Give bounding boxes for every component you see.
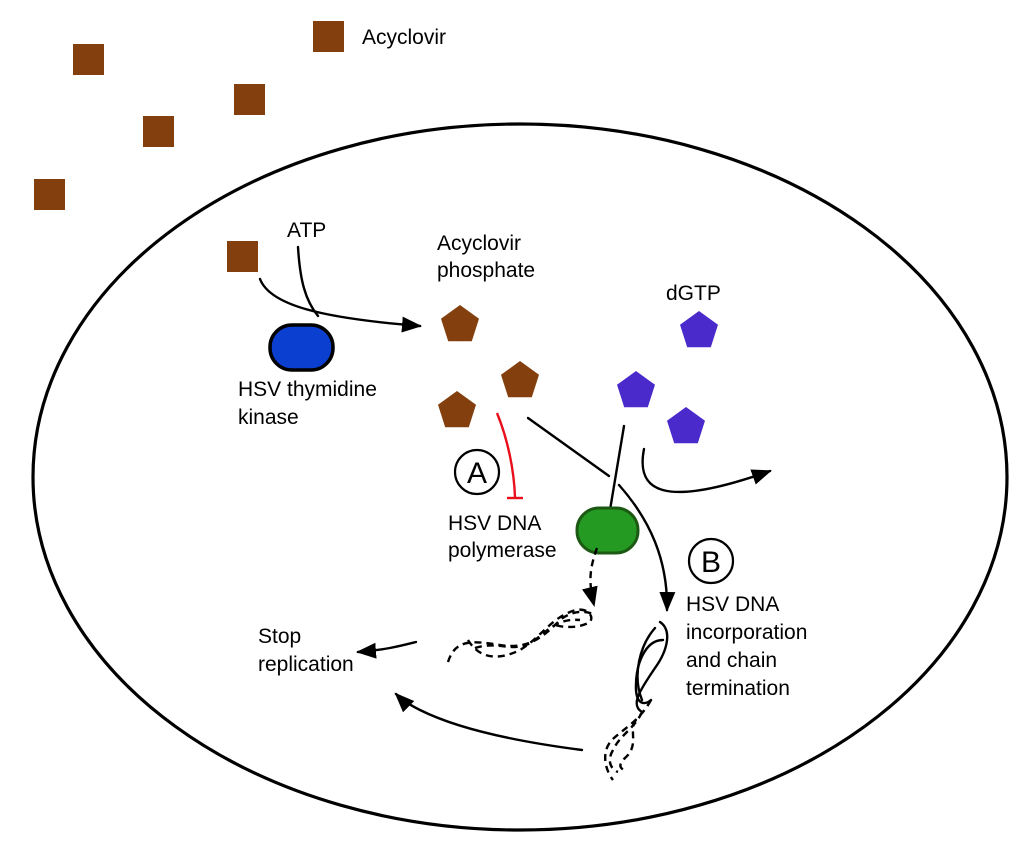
incorporation-label-line2: incorporation: [686, 621, 807, 644]
thymidine-kinase-label-line2: kinase: [238, 406, 299, 429]
hsv-dna-polymerase-enzyme: [575, 506, 640, 555]
dgtp-molecule: [680, 311, 718, 348]
acyclovir-legend-icon: [313, 21, 344, 52]
incorporation-label-line3: and chain: [686, 649, 777, 672]
dna-helix-chain-termination: [604, 620, 669, 781]
stop-replication-label-line1: Stop: [258, 625, 301, 648]
acyclovir-phosphate-molecule: [438, 391, 476, 428]
atp-input-line: [296, 245, 320, 318]
stop-replication-label-line2: replication: [258, 653, 354, 676]
acyclovir-molecule: [73, 44, 104, 75]
svg-text:B: B: [701, 546, 721, 579]
dgtp-diverted-arrow: [641, 447, 772, 494]
acyclovir-phosphate-label-line2: phosphate: [437, 259, 535, 282]
incorporation-label-line1: HSV DNA: [686, 593, 779, 616]
polymerase-label-line1: HSV DNA: [448, 512, 541, 535]
dna-helix-replication: [446, 608, 596, 663]
acyclovir-phosphate-label-line1: Acyclovir: [437, 232, 521, 255]
acyclovir-phosphate-molecule: [441, 305, 479, 342]
acyclovir-phosphate-molecule: [501, 361, 539, 398]
hsv-thymidine-kinase-enzyme: [268, 323, 335, 372]
acyclovir-molecule: [143, 116, 174, 147]
acyclovir-molecule: [34, 179, 65, 210]
thymidine-kinase-label-line1: HSV thymidine: [238, 378, 377, 401]
polymerase-label-line2: polymerase: [448, 539, 557, 562]
incorporation-arrow-continued: [617, 483, 676, 612]
phosphorylation-arrow: [258, 277, 422, 333]
acyclovir-phosphate-molecules: [438, 305, 539, 428]
acyclovir-molecule: [234, 84, 265, 115]
pathway-marker-b: B: [687, 537, 735, 585]
legend: Acyclovir: [313, 21, 446, 52]
dgtp-to-polymerase-line: [608, 424, 626, 512]
dgtp-molecule: [667, 407, 705, 444]
acyclovir-legend-label: Acyclovir: [362, 26, 446, 49]
atp-label: ATP: [287, 219, 326, 242]
dgtp-molecules: [617, 311, 718, 444]
incorporation-arrow: [526, 416, 611, 478]
cell-membrane: [31, 122, 1009, 832]
stop-replication-arrow-2: [394, 692, 584, 752]
polymerase-to-dna-dashed-arrow: [582, 547, 599, 607]
svg-text:A: A: [467, 457, 487, 490]
dgtp-label: dGTP: [666, 282, 721, 305]
incorporation-label-line4: termination: [686, 677, 790, 700]
stop-replication-arrow-1: [356, 640, 418, 659]
extracellular-acyclovir: [34, 44, 265, 210]
inhibition-line: [495, 412, 517, 498]
dgtp-molecule: [617, 371, 655, 408]
acyclovir-molecule-intracellular: [227, 241, 258, 272]
pathway-marker-a: A: [453, 448, 501, 496]
